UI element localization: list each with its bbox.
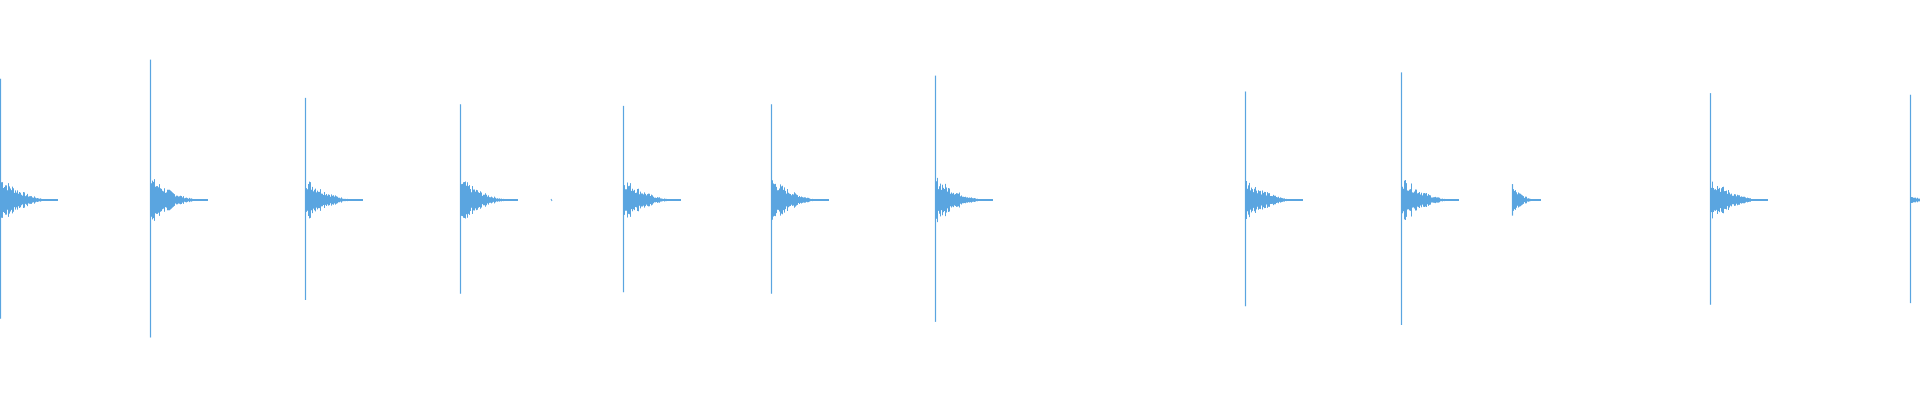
minor-blip <box>550 198 553 202</box>
transient-5 <box>622 105 681 293</box>
transient-12 <box>1909 94 1920 304</box>
transients-layer <box>0 59 1920 338</box>
transient-7 <box>934 75 993 322</box>
transient-2 <box>149 59 208 338</box>
transient-3 <box>304 97 363 301</box>
transient-1 <box>0 78 58 319</box>
transient-11 <box>1709 93 1768 305</box>
transient-9 <box>1400 72 1459 326</box>
transient-6 <box>770 104 829 294</box>
transient-8 <box>1244 91 1303 307</box>
transient-4 <box>459 104 518 294</box>
transient-10 <box>1511 184 1541 216</box>
